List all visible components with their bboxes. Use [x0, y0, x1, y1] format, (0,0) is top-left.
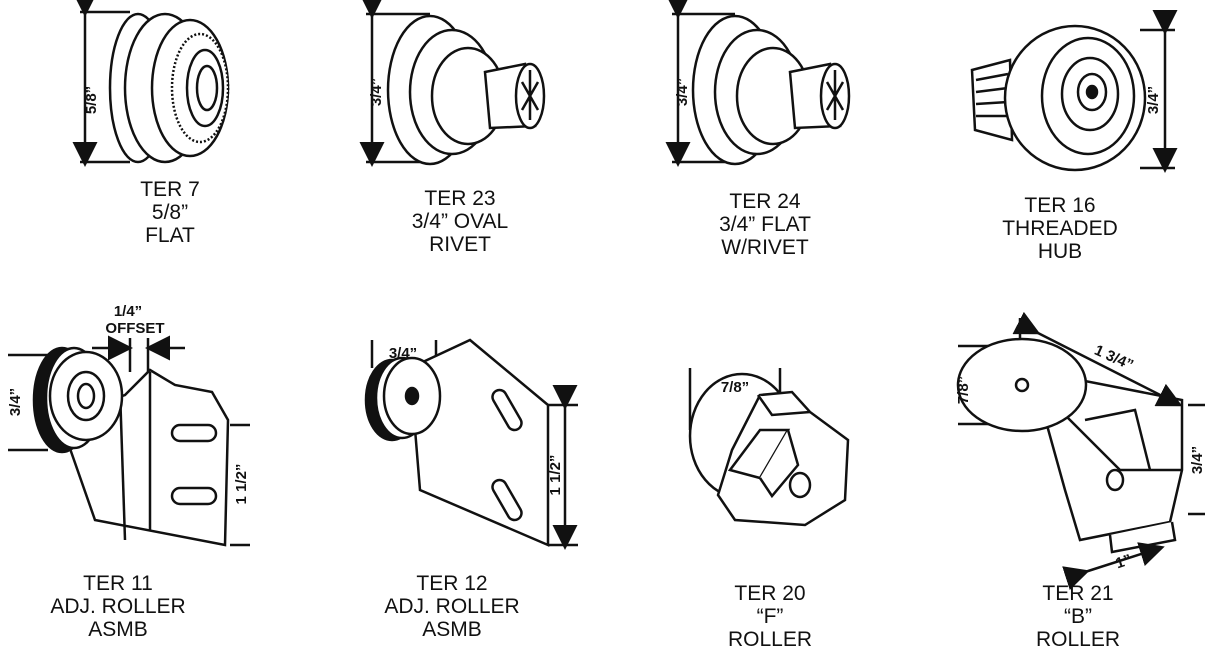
caption-size: 3/4” FLAT — [719, 213, 811, 236]
ter16-wheel-drawing — [970, 10, 1178, 173]
ter11-offset-label: OFFSET — [105, 320, 164, 337]
caption-size: ADJ. ROLLER — [384, 595, 520, 618]
caption-model: TER 11 — [83, 572, 153, 595]
ter12-width-label: 3/4” — [389, 345, 417, 362]
ter23-caption: TER 23 3/4” OVAL RIVET — [360, 187, 560, 256]
caption-type: ASMB — [88, 618, 148, 641]
ter12-caption: TER 12 ADJ. ROLLER ASMB — [352, 572, 552, 641]
ter21-roller-drawing — [956, 311, 1205, 591]
ter21-caption: TER 21 “B” ROLLER — [978, 582, 1178, 651]
ter21-height-label: 7/8” — [955, 376, 972, 404]
ter12-roller-drawing — [364, 338, 578, 550]
caption-type: FLAT — [145, 224, 195, 247]
ter16-dim-label: 3/4” — [1145, 86, 1162, 114]
caption-type: RIVET — [429, 233, 491, 256]
caption-size: “F” — [756, 605, 784, 628]
caption-type: ASMB — [422, 618, 482, 641]
ter7-caption: TER 7 5/8” FLAT — [70, 178, 270, 247]
ter20-caption: TER 20 “F” ROLLER — [670, 582, 870, 651]
ter20-width-label: 7/8” — [721, 379, 749, 396]
ter21-length-label: 1 3/4” — [1092, 342, 1136, 374]
ter24-dim-label: 3/4” — [674, 78, 691, 106]
caption-size: THREADED — [1002, 217, 1118, 240]
caption-model: TER 7 — [140, 178, 200, 201]
caption-type: HUB — [1037, 240, 1083, 263]
caption-model: TER 20 — [734, 582, 806, 605]
ter11-caption: TER 11 ADJ. ROLLER ASMB — [18, 572, 218, 641]
ter23-wheel-drawing — [359, 0, 546, 167]
ter24-wheel-drawing — [665, 0, 851, 167]
ter21-side-label: 3/4” — [1189, 446, 1206, 474]
caption-model: TER 24 — [729, 190, 801, 213]
caption-size: 5/8” — [151, 201, 189, 224]
caption-size: 3/4” OVAL — [411, 210, 509, 233]
ter24-caption: TER 24 3/4” FLAT W/RIVET — [665, 190, 865, 259]
ter11-offset-value: 1/4” — [114, 303, 142, 320]
caption-type: ROLLER — [1035, 628, 1121, 651]
caption-model: TER 12 — [416, 572, 488, 595]
caption-size: ADJ. ROLLER — [50, 595, 186, 618]
ter11-length-label: 1 1/2” — [233, 464, 250, 505]
caption-type: W/RIVET — [721, 236, 809, 259]
ter20-roller-drawing — [688, 368, 850, 527]
ter11-roller-drawing — [8, 335, 250, 547]
caption-model: TER 21 — [1042, 582, 1114, 605]
ter11-height-label: 3/4” — [7, 388, 24, 416]
ter21-depth-label: 1” — [1113, 551, 1133, 572]
ter7-dim-label: 5/8” — [83, 86, 100, 114]
caption-size: “B” — [1064, 605, 1092, 628]
caption-model: TER 23 — [424, 187, 496, 210]
ter23-dim-label: 3/4” — [368, 78, 385, 106]
caption-model: TER 16 — [1024, 194, 1096, 217]
ter16-caption: TER 16 THREADED HUB — [960, 194, 1160, 263]
caption-type: ROLLER — [727, 628, 813, 651]
ter12-length-label: 1 1/2” — [547, 455, 564, 496]
ter7-wheel-drawing — [72, 0, 230, 167]
